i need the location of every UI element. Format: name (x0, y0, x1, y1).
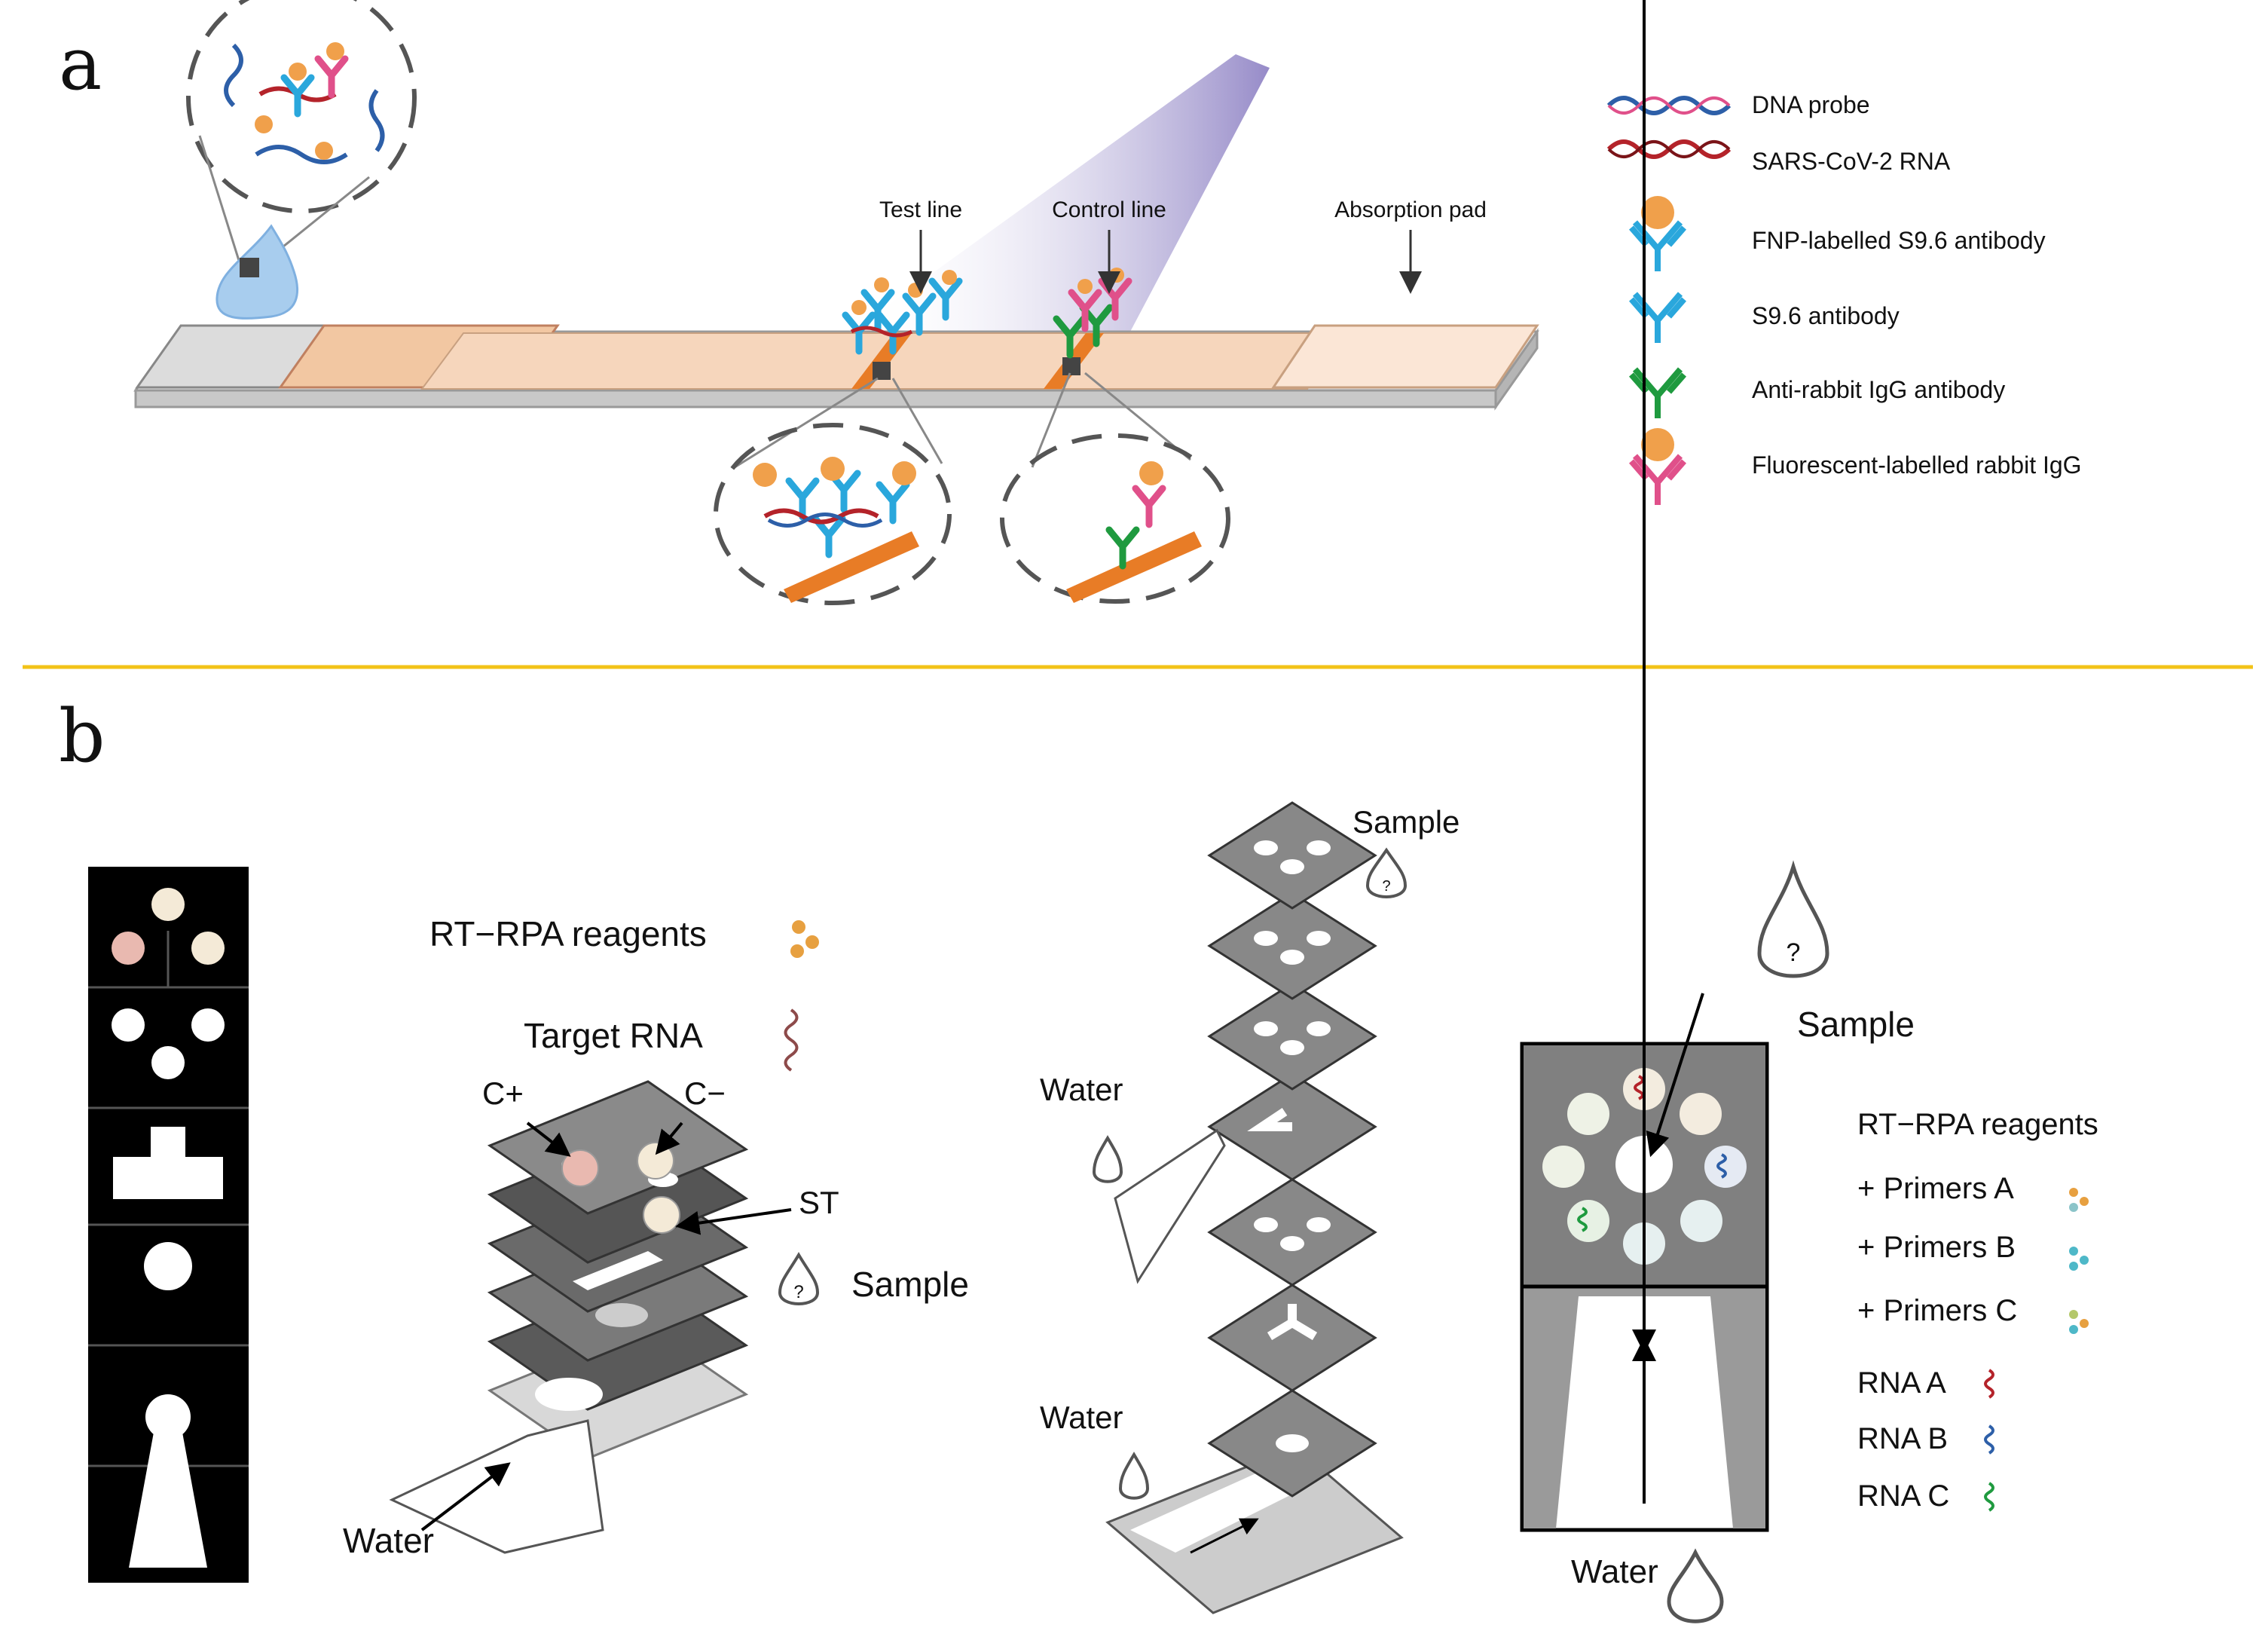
legend-label-rabbit-igg: Fluorescent-labelled rabbit IgG (1752, 451, 2082, 479)
rna-a-icon (1984, 1369, 1994, 1399)
rt-rpa-reagents-label-1: RT−RPA reagents (429, 914, 707, 953)
rna-b-label: RNA B (1857, 1422, 1948, 1455)
target-rna-icon (784, 1008, 799, 1072)
control-line-zoom (1000, 372, 1230, 604)
legend-label-dna-probe: DNA probe (1752, 91, 1870, 118)
legend: DNA probe SARS-CoV-2 RNA FNP-labelled S9… (1606, 91, 2082, 505)
multiplex-device (1520, 0, 1769, 1532)
svg-text:?: ? (1787, 938, 1801, 967)
c-minus-label: C− (684, 1075, 726, 1111)
sars-cov-2-rna-icon (1606, 139, 1732, 159)
svg-text:?: ? (793, 1282, 803, 1302)
absorption-pad-label: Absorption pad (1334, 197, 1487, 222)
c-plus-label: C+ (482, 1075, 524, 1111)
fnp-labelled-antibody-icon (1628, 196, 1687, 271)
dna-strands-in-circle (224, 43, 385, 164)
panel-b-letter: b (59, 694, 105, 779)
lateral-flow-strip (133, 324, 1539, 411)
water-drop-icon-2-bottom (1118, 1452, 1150, 1500)
water-label-2-top: Water (1040, 1072, 1123, 1107)
sample-label-3: Sample (1797, 1005, 1915, 1044)
svg-text:?: ? (1382, 878, 1390, 895)
legend-label-anti-rabbit-igg: Anti-rabbit IgG antibody (1752, 376, 2005, 403)
sample-label-2: Sample (1353, 804, 1460, 840)
control-line-label: Control line (1052, 197, 1166, 222)
test-line-label: Test line (879, 197, 962, 222)
sample-drop-icon-2: ? (1365, 847, 1408, 898)
rt-rpa-reagents-label-3: RT−RPA reagents (1857, 1108, 2098, 1141)
s96-antibody-icon (1628, 292, 1687, 343)
rna-b-icon (1984, 1424, 1994, 1455)
water-label-2-bottom: Water (1040, 1400, 1123, 1435)
excitation-light-beam (851, 54, 1270, 332)
test-line-zoom (714, 377, 952, 605)
primers-a-label: + Primers A (1857, 1172, 2014, 1205)
sample-label-1: Sample (851, 1265, 969, 1304)
rna-a-label: RNA A (1857, 1366, 1946, 1400)
primer-dots-icons (2069, 1188, 2089, 1334)
water-drop-icon-3 (1667, 1548, 1724, 1623)
water-drop-icon-2-top (1092, 1135, 1123, 1183)
rna-c-label: RNA C (1857, 1479, 1949, 1513)
stacked-layers-device-1 (389, 1080, 749, 1554)
st-label: ST (799, 1185, 839, 1220)
stacked-layers-device-2 (1105, 801, 1404, 1614)
legend-label-s96-antibody: S9.6 antibody (1752, 302, 1900, 329)
target-rna-label: Target RNA (524, 1016, 703, 1055)
paper-device-layers (88, 867, 249, 1583)
dna-probe-icon (1606, 96, 1732, 115)
water-label-1: Water (343, 1521, 434, 1560)
panel-a-letter: a (59, 22, 102, 106)
water-label-3: Water (1571, 1553, 1658, 1590)
rna-c-icon (1984, 1482, 1994, 1512)
sample-drop-icon-3: ? (1757, 860, 1829, 978)
primers-c-label: + Primers C (1857, 1294, 2017, 1327)
primers-b-label: + Primers B (1857, 1231, 2016, 1264)
legend-label-fnp-antibody: FNP-labelled S9.6 antibody (1752, 227, 2046, 254)
anti-rabbit-igg-icon (1628, 367, 1687, 418)
reagent-dots-icon (790, 920, 819, 958)
legend-label-sars-cov-2-rna: SARS-CoV-2 RNA (1752, 148, 1951, 175)
sample-drop-illustration (186, 0, 417, 320)
sample-drop-icon-1: ? (778, 1252, 820, 1305)
fluorescent-rabbit-igg-icon (1628, 428, 1687, 505)
